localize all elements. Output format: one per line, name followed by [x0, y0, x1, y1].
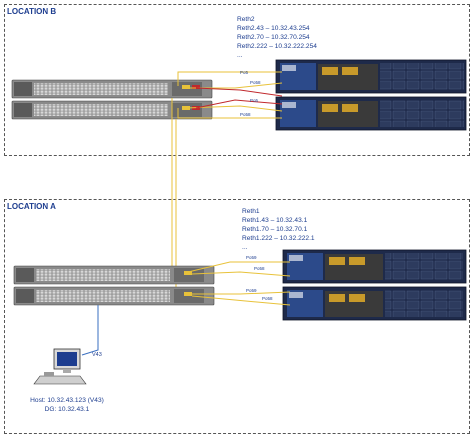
- host-link: [81, 305, 99, 356]
- location-b-firewall-1[interactable]: [275, 59, 467, 94]
- reth2-title: Reth2: [237, 16, 255, 23]
- location-b-switch-1[interactable]: [11, 79, 213, 99]
- location-b-port-label-4: Po58: [240, 112, 251, 117]
- location-b-cables: [177, 71, 283, 119]
- location-b-label: LOCATION B: [7, 7, 57, 16]
- location-a-label: LOCATION A: [7, 202, 56, 211]
- location-a-port-label-1: Po59: [246, 255, 257, 260]
- reth1-more: ...: [242, 244, 248, 251]
- location-b-reth-info: Reth2 Reth2.43 – 10.32.43.254 Reth2.70 –…: [237, 15, 317, 60]
- location-b-box: [4, 4, 470, 156]
- location-a-cables: [187, 261, 291, 306]
- location-a-firewall-1[interactable]: [282, 249, 467, 284]
- location-b-switch-2[interactable]: [11, 100, 213, 120]
- location-b-port-label-2: Po58: [250, 80, 261, 85]
- location-b-port-label-3: Po5: [250, 98, 259, 103]
- location-a-reth-info: Reth1 Reth1.43 – 10.32.43.1 Reth1.70 – 1…: [242, 207, 315, 252]
- host-computer-icon[interactable]: [33, 348, 87, 385]
- host-ip: Host: 10.32.43.123 (V43): [30, 397, 104, 404]
- reth2-line-70: Reth2.70 – 10.32.70.254: [237, 34, 310, 41]
- location-a-box: [4, 199, 470, 434]
- location-b-firewall-2[interactable]: [275, 96, 467, 131]
- host-vlan-label: V43: [92, 352, 102, 358]
- location-a-port-label-2: Po58: [254, 266, 265, 271]
- location-a-switch-1[interactable]: [13, 265, 215, 285]
- reth1-line-222: Reth1.222 – 10.32.222.1: [242, 235, 315, 242]
- location-a-port-label-3: Po59: [246, 288, 257, 293]
- location-b-port-label-1: Po5: [240, 70, 249, 75]
- reth2-line-43: Reth2.43 – 10.32.43.254: [237, 25, 310, 32]
- inter-site-links: [171, 98, 177, 293]
- location-a-port-label-4: Po58: [262, 296, 273, 301]
- reth2-line-222: Reth2.222 – 10.32.222.254: [237, 43, 317, 50]
- location-a-firewall-2[interactable]: [282, 286, 467, 321]
- host-info: Host: 10.32.43.123 (V43) DG: 10.32.43.1: [0, 396, 134, 414]
- reth1-title: Reth1: [242, 208, 260, 215]
- reth1-line-70: Reth1.70 – 10.32.70.1: [242, 226, 308, 233]
- host-default-gateway: DG: 10.32.43.1: [44, 406, 90, 413]
- location-a-switch-2[interactable]: [13, 286, 215, 306]
- reth2-more: ...: [237, 52, 243, 59]
- reth1-line-43: Reth1.43 – 10.32.43.1: [242, 217, 308, 224]
